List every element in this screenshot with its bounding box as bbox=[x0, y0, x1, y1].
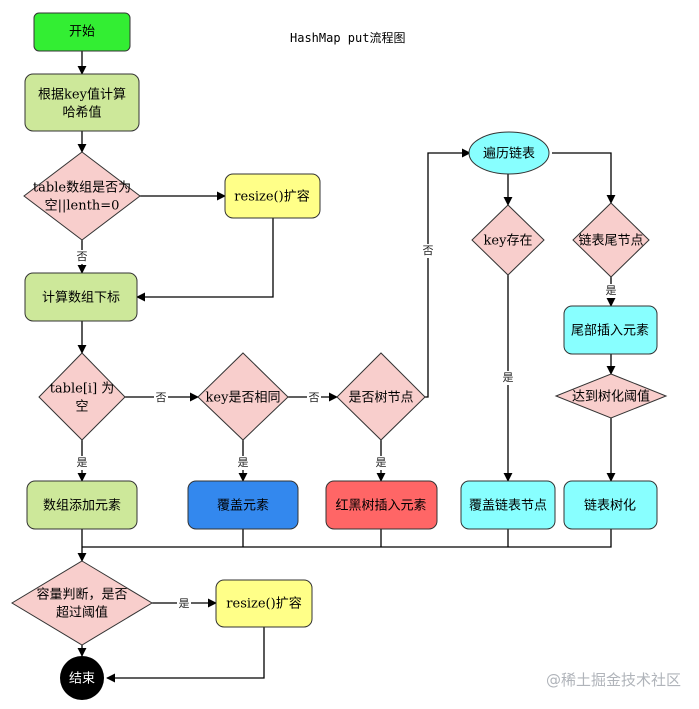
node-threshold-decision: 达到树化阈值 bbox=[554, 373, 668, 419]
edge-traverse-tail bbox=[552, 152, 616, 204]
node-overwrite-list-node: 覆盖链表节点 bbox=[460, 480, 556, 530]
watermark: @稀土掘金技术社区 bbox=[546, 671, 681, 689]
node-traverse: 遍历链表 bbox=[468, 131, 550, 175]
node-end-label: 结束 bbox=[69, 672, 95, 687]
node-slot-empty-label-1: table[i] 为 bbox=[50, 382, 115, 397]
node-overwrite-list-node-label: 覆盖链表节点 bbox=[469, 499, 547, 514]
node-tail-decision: 链表尾节点 bbox=[572, 202, 650, 278]
label-yes-capacity: 是 bbox=[179, 597, 190, 610]
node-resize-2-label: resize()扩容 bbox=[226, 596, 301, 612]
node-add-elem: 数组添加元素 bbox=[26, 480, 138, 530]
node-slot-empty-label-2: 空 bbox=[75, 400, 88, 415]
node-resize-1: resize()扩容 bbox=[224, 173, 321, 219]
node-rb-insert: 红黑树插入元素 bbox=[325, 480, 438, 530]
node-treeify-label: 链表树化 bbox=[584, 499, 636, 514]
node-key-exist-decision: key存在 bbox=[471, 204, 545, 276]
edge-labels: 否 否 否 否 是 是 是 是 是 是 bbox=[75, 244, 618, 611]
node-tail-label: 链表尾节点 bbox=[578, 234, 643, 249]
nodes: 开始 根据key值计算 哈希值 table数组是否为 空||lenth=0 re… bbox=[11, 12, 668, 700]
node-calc-index: 计算数组下标 bbox=[24, 272, 138, 322]
node-overwrite: 覆盖元素 bbox=[187, 480, 299, 530]
node-resize-1-label: resize()扩容 bbox=[234, 189, 309, 205]
node-key-same-decision: key是否相同 bbox=[197, 352, 289, 441]
node-rb-insert-label: 红黑树插入元素 bbox=[335, 498, 426, 514]
node-end: 结束 bbox=[60, 656, 104, 700]
node-traverse-label: 遍历链表 bbox=[483, 146, 535, 162]
label-no-table-empty: 否 bbox=[77, 250, 88, 263]
node-threshold-label: 达到树化阈值 bbox=[572, 389, 650, 405]
node-treeify: 链表树化 bbox=[563, 480, 658, 530]
node-hash-label-1: 根据key值计算 bbox=[38, 87, 126, 103]
node-capacity-label-2: 超过阈值 bbox=[56, 605, 108, 621]
node-capacity-decision: 容量判断，是否 超过阈值 bbox=[11, 560, 153, 646]
edge-merge-bus bbox=[82, 529, 612, 548]
label-yes-keysame: 是 bbox=[238, 456, 249, 469]
diagram-title: HashMap put流程图 bbox=[290, 30, 405, 45]
node-tail-insert-label: 尾部插入元素 bbox=[571, 324, 649, 339]
label-yes-keyexist: 是 bbox=[503, 371, 514, 384]
node-is-tree-decision: 是否树节点 bbox=[336, 352, 426, 441]
node-hash-label-2: 哈希值 bbox=[62, 105, 101, 121]
node-calc-index-label: 计算数组下标 bbox=[42, 291, 120, 306]
node-table-empty-label-1: table数组是否为 bbox=[33, 181, 131, 196]
edge-resize1-calc bbox=[136, 218, 274, 302]
node-resize-2: resize()扩容 bbox=[215, 579, 313, 628]
edge-resize2-end bbox=[106, 627, 265, 683]
node-start: 开始 bbox=[33, 12, 131, 52]
node-capacity-label-1: 容量判断，是否 bbox=[36, 587, 127, 603]
edge-istree-traverse bbox=[425, 148, 471, 398]
label-yes-istree: 是 bbox=[376, 456, 387, 469]
node-overwrite-label: 覆盖元素 bbox=[217, 499, 269, 514]
node-hash: 根据key值计算 哈希值 bbox=[24, 73, 140, 132]
label-no-keysame: 否 bbox=[309, 391, 320, 404]
label-no-istree: 否 bbox=[423, 244, 434, 257]
node-key-same-label: key是否相同 bbox=[206, 391, 281, 406]
node-table-empty-decision: table数组是否为 空||lenth=0 bbox=[23, 151, 141, 241]
node-slot-empty-decision: table[i] 为 空 bbox=[38, 352, 126, 441]
node-start-label: 开始 bbox=[69, 25, 95, 40]
label-yes-tail: 是 bbox=[606, 284, 617, 297]
label-yes-slot: 是 bbox=[77, 456, 88, 469]
node-is-tree-label: 是否树节点 bbox=[348, 391, 413, 406]
node-tail-insert: 尾部插入元素 bbox=[563, 305, 658, 355]
node-table-empty-label-2: 空||lenth=0 bbox=[45, 199, 120, 214]
node-add-elem-label: 数组添加元素 bbox=[43, 499, 121, 514]
node-key-exist-label: key存在 bbox=[484, 234, 533, 249]
label-no-slot: 否 bbox=[156, 391, 167, 404]
